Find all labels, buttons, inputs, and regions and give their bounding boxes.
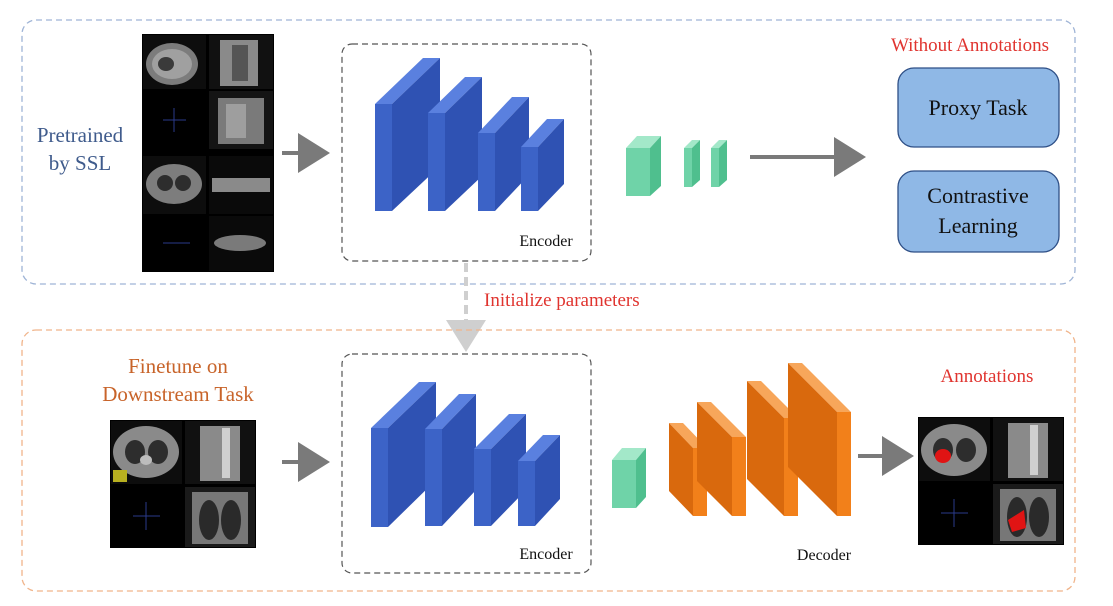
ct-scan-thumbnails-finetune [110, 420, 256, 548]
bottleneck-features-top [626, 136, 727, 196]
ct-scan-thumbnails-pretrain [142, 34, 274, 272]
without-annotations-note: Without Annotations [891, 35, 1049, 56]
proxy-task-label: Proxy Task [929, 95, 1028, 120]
annotations-note: Annotations [941, 366, 1034, 387]
finetune-label-line2: Downstream Task [102, 382, 254, 406]
finetune-label-line1: Finetune on [128, 354, 228, 378]
ct-scan-segmentation-output [918, 417, 1064, 545]
initialize-parameters-label: Initialize parameters [484, 290, 640, 311]
decoder-blocks [669, 363, 851, 516]
encoder-label-bottom: Encoder [519, 546, 573, 563]
encoder-frame-top [341, 43, 592, 262]
encoder-blocks-bottom [371, 382, 560, 527]
contrastive-label-line2: Learning [938, 213, 1017, 238]
encoder-blocks-top [375, 58, 564, 211]
contrastive-learning-box [897, 170, 1060, 253]
bottleneck-feature-bottom [612, 448, 646, 508]
encoder-label-top: Encoder [519, 233, 573, 250]
pretrained-label-line2: by SSL [49, 151, 111, 175]
pretrained-label-line1: Pretrained [37, 123, 124, 147]
proxy-task-box [897, 67, 1060, 148]
contrastive-label-line1: Contrastive [927, 183, 1028, 208]
encoder-frame-bottom [341, 353, 592, 574]
pretraining-section-frame [21, 19, 1076, 285]
decoder-label: Decoder [797, 547, 852, 564]
finetuning-section-frame [21, 329, 1076, 592]
